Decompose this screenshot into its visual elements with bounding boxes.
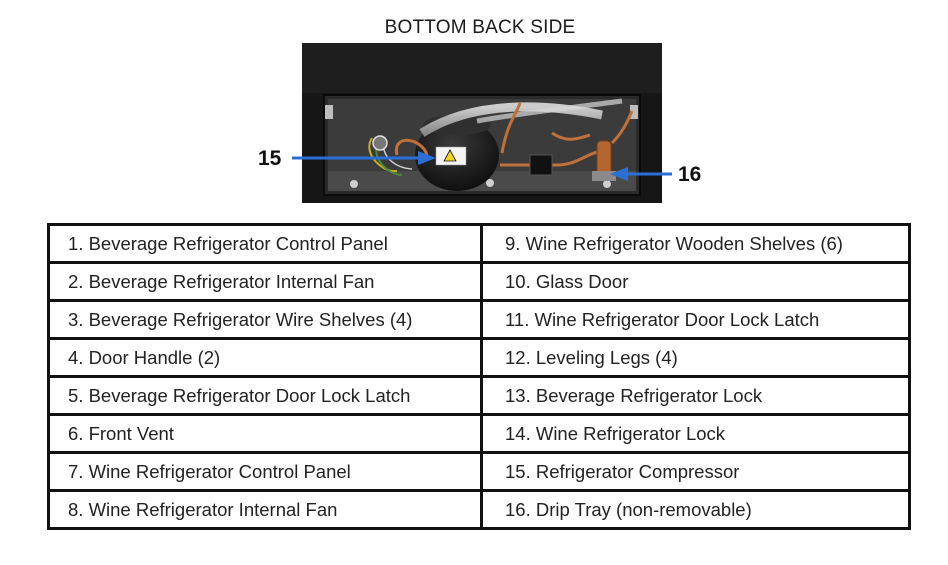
figure-title: BOTTOM BACK SIDE xyxy=(384,17,576,38)
part-item: 11. Wine Refrigerator Door Lock Latch xyxy=(480,299,911,340)
table-row: 4. Door Handle (2) 12. Leveling Legs (4) xyxy=(47,337,911,378)
table-row: 2. Beverage Refrigerator Internal Fan 10… xyxy=(47,261,911,302)
part-item: 3. Beverage Refrigerator Wire Shelves (4… xyxy=(47,299,483,340)
part-item: 6. Front Vent xyxy=(47,413,483,454)
part-item: 14. Wine Refrigerator Lock xyxy=(480,413,911,454)
bottom-back-photo xyxy=(302,43,662,203)
callout-16-arrow xyxy=(610,167,672,181)
table-row: 8. Wine Refrigerator Internal Fan 16. Dr… xyxy=(47,489,911,530)
callout-15-label: 15 xyxy=(258,147,282,170)
part-item: 7. Wine Refrigerator Control Panel xyxy=(47,451,483,492)
part-item: 1. Beverage Refrigerator Control Panel xyxy=(47,223,483,264)
part-item: 4. Door Handle (2) xyxy=(47,337,483,378)
part-item: 8. Wine Refrigerator Internal Fan xyxy=(47,489,483,530)
part-item: 5. Beverage Refrigerator Door Lock Latch xyxy=(47,375,483,416)
part-item: 9. Wine Refrigerator Wooden Shelves (6) xyxy=(480,223,911,264)
part-item: 2. Beverage Refrigerator Internal Fan xyxy=(47,261,483,302)
callout-15-arrow xyxy=(292,151,436,165)
table-row: 5. Beverage Refrigerator Door Lock Latch… xyxy=(47,375,911,416)
part-item: 16. Drip Tray (non-removable) xyxy=(480,489,911,530)
part-item: 15. Refrigerator Compressor xyxy=(480,451,911,492)
part-item: 12. Leveling Legs (4) xyxy=(480,337,911,378)
part-item: 10. Glass Door xyxy=(480,261,911,302)
table-row: 7. Wine Refrigerator Control Panel 15. R… xyxy=(47,451,911,492)
parts-list-table: 1. Beverage Refrigerator Control Panel 9… xyxy=(47,223,911,530)
part-item: 13. Beverage Refrigerator Lock xyxy=(480,375,911,416)
table-row: 1. Beverage Refrigerator Control Panel 9… xyxy=(47,223,911,264)
table-row: 6. Front Vent 14. Wine Refrigerator Lock xyxy=(47,413,911,454)
table-row: 3. Beverage Refrigerator Wire Shelves (4… xyxy=(47,299,911,340)
callout-16-label: 16 xyxy=(678,163,702,186)
